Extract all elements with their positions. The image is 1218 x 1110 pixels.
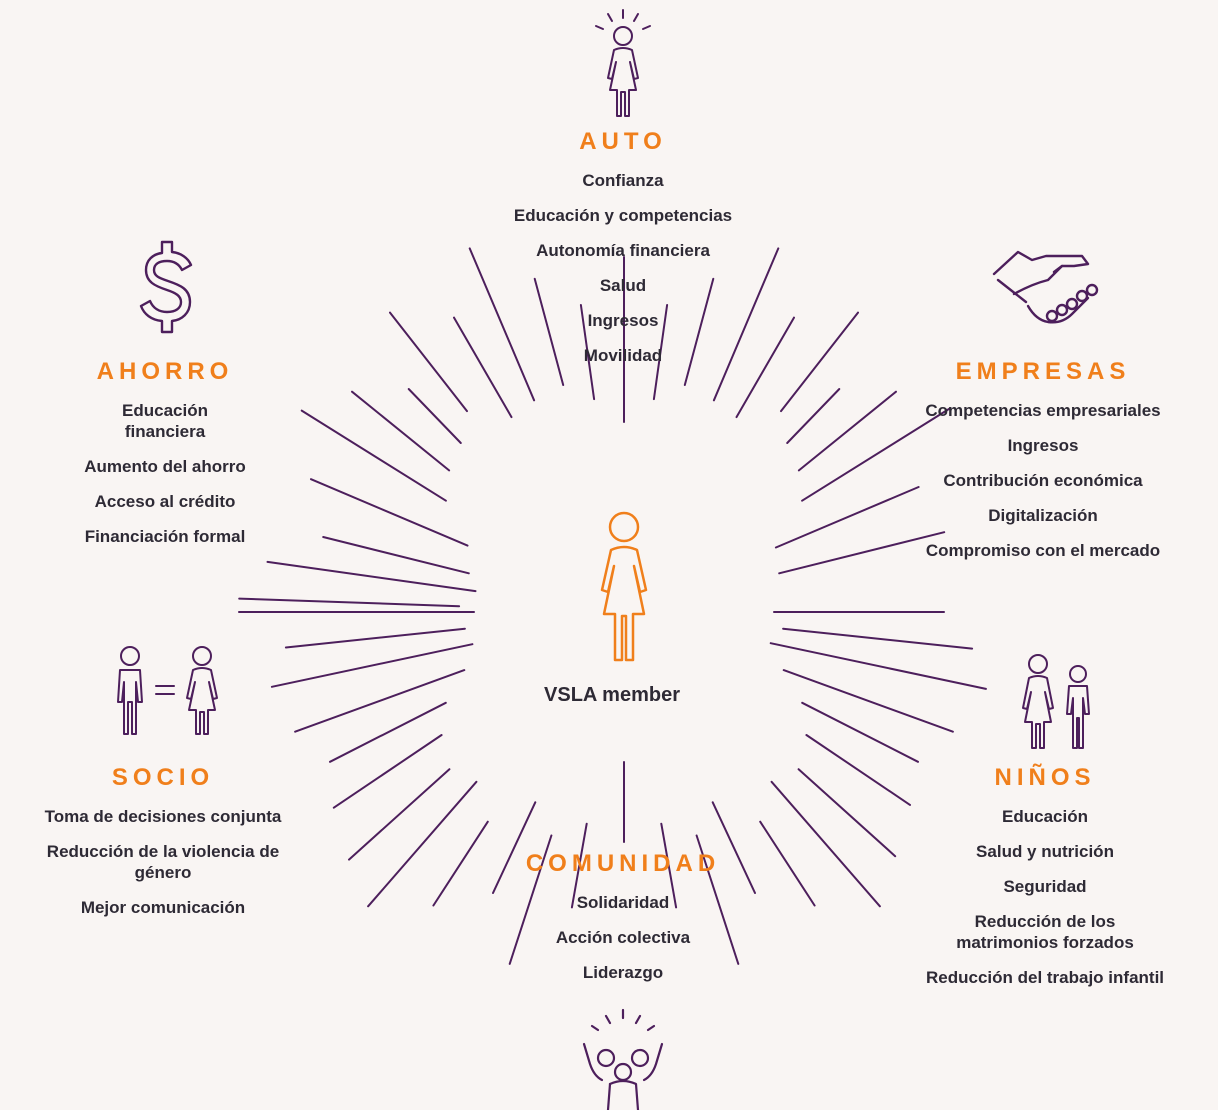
list-item: Autonomía financiera	[536, 241, 710, 260]
ray-line	[492, 801, 537, 894]
ray-line	[238, 597, 461, 608]
list-item: Toma de decisiones conjunta	[44, 807, 282, 826]
center-label: VSLA member	[544, 684, 680, 706]
ray-line	[468, 247, 536, 402]
dollar-sign-icon	[139, 238, 196, 338]
center-woman-icon	[586, 510, 662, 664]
ray-line	[735, 316, 795, 419]
ray-line	[294, 669, 466, 733]
group-celebrating-icon	[578, 1008, 668, 1110]
list-item: Competencias empresariales	[925, 401, 1161, 420]
ray-line	[769, 642, 987, 690]
ray-line	[695, 834, 740, 965]
list-item: Educación y competencias	[513, 206, 733, 225]
ray-line	[801, 407, 952, 502]
handshake-icon	[988, 244, 1112, 334]
list-item: Contribución económica	[943, 471, 1143, 490]
ray-line	[407, 388, 462, 444]
ray-line	[660, 822, 678, 909]
ray-line	[782, 669, 954, 733]
list-item: Acceso al crédito	[94, 492, 236, 511]
list-item: Reducción del trabajo infantil	[925, 968, 1165, 987]
category-title: SOCIO	[111, 764, 215, 791]
ray-line	[774, 486, 920, 549]
ray-line	[270, 643, 474, 688]
list-item: Acción colectiva	[555, 928, 691, 947]
ray-line	[508, 834, 553, 965]
ray-line	[432, 820, 489, 907]
list-item: Aumento del ahorro	[84, 457, 246, 476]
ray-line	[782, 627, 974, 650]
ray-line	[652, 304, 669, 401]
woman-and-child-icon	[1012, 652, 1096, 750]
list-item: Seguridad	[1003, 877, 1087, 896]
ray-line	[533, 277, 565, 386]
category-title: EMPRESAS	[955, 358, 1131, 385]
list-item: Ingresos	[587, 311, 659, 330]
ray-line	[797, 390, 897, 472]
ray-line	[329, 701, 447, 763]
list-item: Educación	[1002, 807, 1088, 826]
ray-line	[332, 734, 443, 809]
woman-radiating-icon	[590, 8, 656, 120]
ray-line	[310, 478, 469, 547]
ray-line	[322, 536, 470, 575]
category-title: COMUNIDAD	[525, 850, 721, 877]
ray-line	[786, 388, 841, 444]
man-equals-woman-icon	[110, 644, 226, 738]
list-item: Movilidad	[583, 346, 663, 365]
list-item: Financiación formal	[84, 527, 246, 546]
category-title: AHORRO	[96, 358, 234, 385]
ray-line	[389, 311, 468, 413]
ray-line	[711, 801, 756, 894]
ray-line	[266, 560, 477, 593]
list-item: Ingresos	[1007, 436, 1079, 455]
ray-line	[579, 304, 596, 401]
ray-line	[683, 277, 715, 386]
list-item: Liderazgo	[582, 963, 664, 982]
ray-line	[570, 822, 588, 909]
ray-line	[797, 768, 897, 858]
list-item: Confianza	[582, 171, 664, 190]
ray-line	[778, 531, 946, 575]
ray-line	[351, 390, 451, 472]
ray-line	[770, 780, 881, 908]
ray-line	[348, 768, 451, 861]
list-item: Salud	[599, 276, 647, 295]
ray-line	[801, 701, 919, 763]
list-item: Digitalización	[988, 506, 1098, 525]
list-item: Solidaridad	[576, 893, 670, 912]
list-item: Salud y nutrición	[976, 842, 1114, 861]
ray-line	[300, 409, 447, 502]
ray-line	[712, 247, 780, 402]
category-title: AUTO	[579, 128, 667, 155]
ray-line	[367, 780, 478, 908]
list-item: Compromiso con el mercado	[925, 541, 1161, 560]
ray-line	[759, 820, 816, 907]
ray-line	[805, 734, 911, 806]
category-title: NIÑOS	[994, 764, 1096, 791]
ray-line	[780, 311, 859, 413]
list-item: Mejor comunicación	[80, 898, 246, 917]
ray-line	[284, 627, 466, 649]
ray-line	[453, 316, 513, 419]
